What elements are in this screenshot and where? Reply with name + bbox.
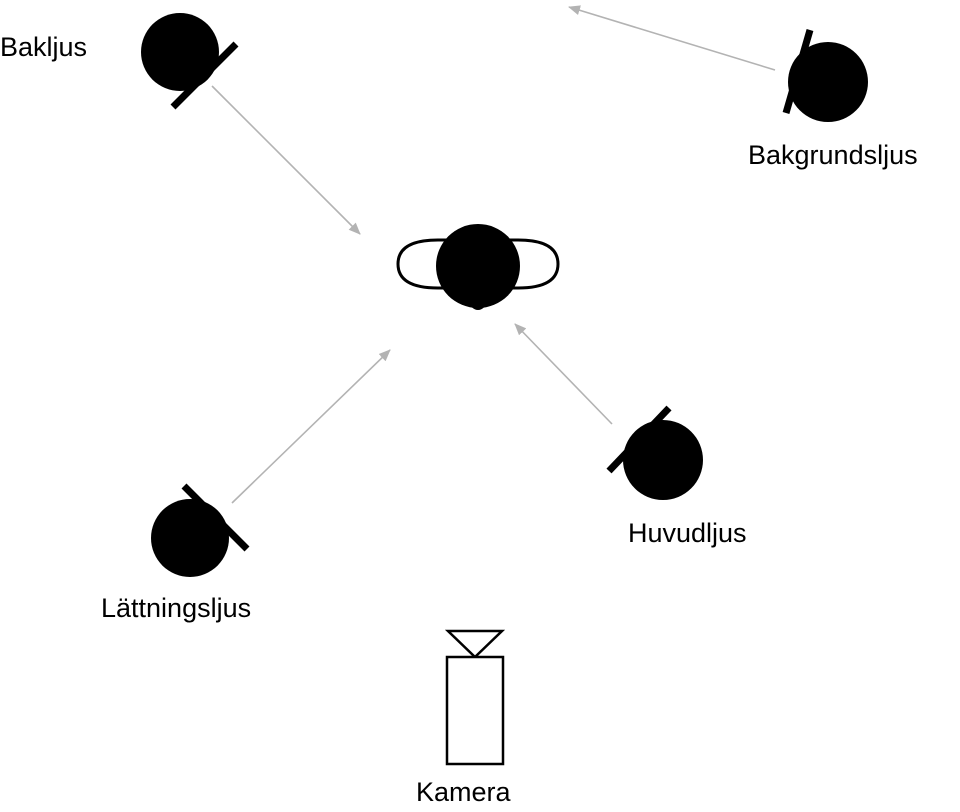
fill-light-lamp-icon	[151, 483, 250, 577]
key-light-arrow	[514, 323, 613, 425]
fill-light-label: Lättningsljus	[101, 593, 252, 623]
light-arrows	[211, 5, 776, 504]
subject-person-icon	[396, 224, 560, 310]
background-light-lamp-icon	[782, 29, 868, 122]
key-light-lamp-icon	[606, 405, 703, 500]
key-light-label: Huvudljus	[628, 518, 747, 548]
camera-icon	[444, 629, 506, 766]
background-light-label: Bakgrundsljus	[748, 140, 918, 170]
camera-label: Kamera	[416, 777, 511, 807]
background-light-arrow	[568, 5, 776, 71]
backlight-label: Bakljus	[0, 32, 88, 62]
fill-light-arrow	[231, 349, 391, 504]
backlight-lamp-icon	[141, 13, 239, 110]
backlight-arrow	[211, 85, 361, 235]
